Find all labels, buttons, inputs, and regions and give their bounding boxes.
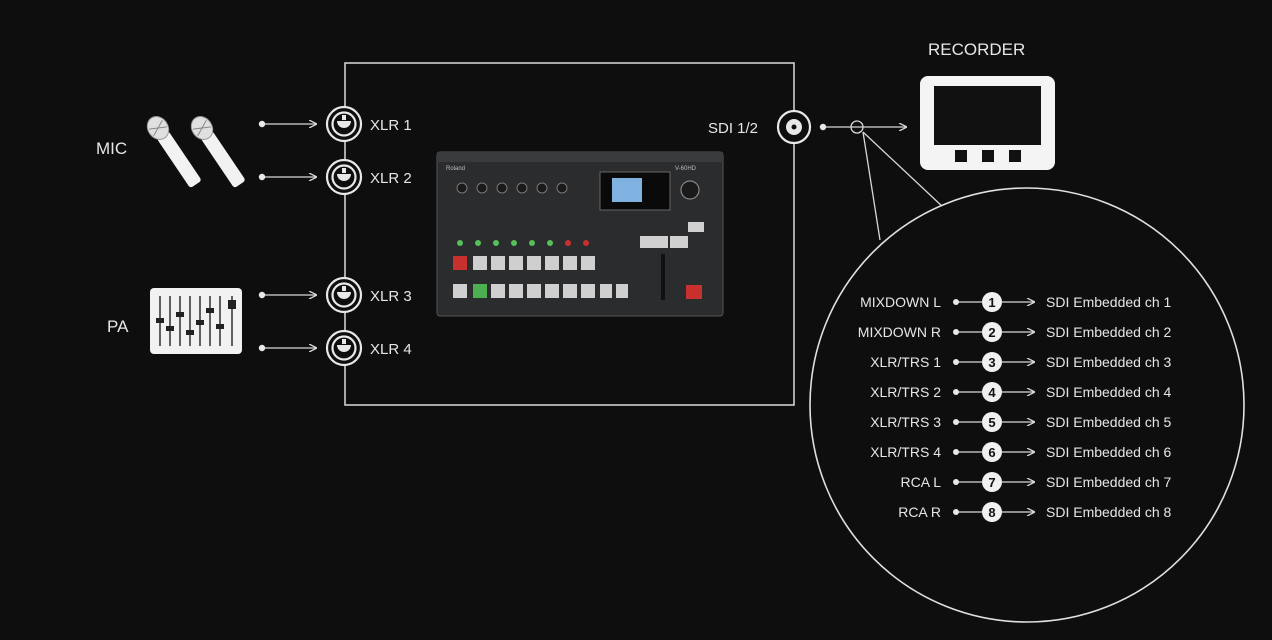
channel-row: XLR/TRS 4 6 SDI Embedded ch 6: [870, 442, 1172, 462]
channel-number: 2: [988, 325, 995, 340]
channel-number-badge: [982, 412, 1002, 432]
channel-source: MIXDOWN L: [860, 294, 941, 310]
channel-destination: SDI Embedded ch 2: [1046, 324, 1172, 340]
channel-row: XLR/TRS 2 4 SDI Embedded ch 4: [870, 382, 1172, 402]
sdi-output-line: [819, 120, 906, 134]
xlr-jack-icon: [325, 276, 363, 314]
channel-source: XLR/TRS 4: [870, 444, 941, 460]
recorder-icon: [920, 76, 1055, 170]
button-row-bottom: [453, 284, 628, 298]
input-label: XLR 1: [370, 117, 412, 134]
channel-source: XLR/TRS 2: [870, 384, 941, 400]
channel-destination: SDI Embedded ch 4: [1046, 384, 1172, 400]
channel-destination: SDI Embedded ch 5: [1046, 414, 1172, 430]
channel-number-badge: [982, 502, 1002, 522]
device-model: V-60HD: [675, 166, 697, 172]
input-label: XLR 4: [370, 341, 412, 358]
pa-label: PA: [107, 317, 129, 336]
xlr-jack-icon: [325, 329, 363, 367]
mic-label: MIC: [96, 139, 127, 158]
input-label: XLR 3: [370, 288, 412, 305]
channel-number-badge: [982, 472, 1002, 492]
button-row-top: [453, 256, 595, 270]
channel-source: MIXDOWN R: [858, 324, 941, 340]
channel-number: 7: [988, 475, 995, 490]
channel-row: MIXDOWN R 2 SDI Embedded ch 2: [858, 322, 1172, 342]
channel-row: XLR/TRS 3 5 SDI Embedded ch 5: [870, 412, 1172, 432]
channel-row: MIXDOWN L 1 SDI Embedded ch 1: [860, 292, 1172, 312]
channel-source: XLR/TRS 1: [870, 354, 941, 370]
device-brand: Roland: [446, 166, 465, 172]
channel-destination: SDI Embedded ch 1: [1046, 294, 1172, 310]
channel-destination: SDI Embedded ch 6: [1046, 444, 1172, 460]
pa-mixer-icon: [150, 288, 242, 354]
channel-number: 6: [988, 445, 995, 460]
channel-number-badge: [982, 382, 1002, 402]
channel-destination: SDI Embedded ch 3: [1046, 354, 1172, 370]
recorder-label: RECORDER: [928, 40, 1025, 59]
video-switcher-device: Roland V-60HD: [436, 151, 724, 317]
mixer-frame: [344, 62, 795, 406]
channel-destination: SDI Embedded ch 8: [1046, 504, 1172, 520]
channel-row: RCA R 8 SDI Embedded ch 8: [898, 502, 1172, 522]
input-label: XLR 2: [370, 170, 412, 187]
channel-number: 5: [988, 415, 995, 430]
channel-destination: SDI Embedded ch 7: [1046, 474, 1172, 490]
channel-number: 8: [988, 505, 995, 520]
channel-number-badge: [982, 352, 1002, 372]
channel-number-badge: [982, 322, 1002, 342]
channel-row: RCA L 7 SDI Embedded ch 7: [901, 472, 1172, 492]
bnc-connector-icon: [776, 109, 812, 145]
xlr-jack-icon: [325, 158, 363, 196]
embedded-audio-callout: [809, 131, 1245, 623]
channel-number: 4: [988, 385, 996, 400]
input-connections: [258, 121, 316, 351]
sdi-label: SDI 1/2: [708, 120, 758, 137]
channel-source: XLR/TRS 3: [870, 414, 941, 430]
channel-row: XLR/TRS 1 3 SDI Embedded ch 3: [870, 352, 1172, 372]
channel-source: RCA L: [901, 474, 942, 490]
channel-source: RCA R: [898, 504, 941, 520]
channel-number: 3: [988, 355, 995, 370]
channel-number-badge: [982, 442, 1002, 462]
xlr-jack-icon: [325, 105, 363, 143]
channel-number-badge: [982, 292, 1002, 312]
microphone-icon: [146, 116, 245, 188]
channel-number: 1: [988, 295, 995, 310]
